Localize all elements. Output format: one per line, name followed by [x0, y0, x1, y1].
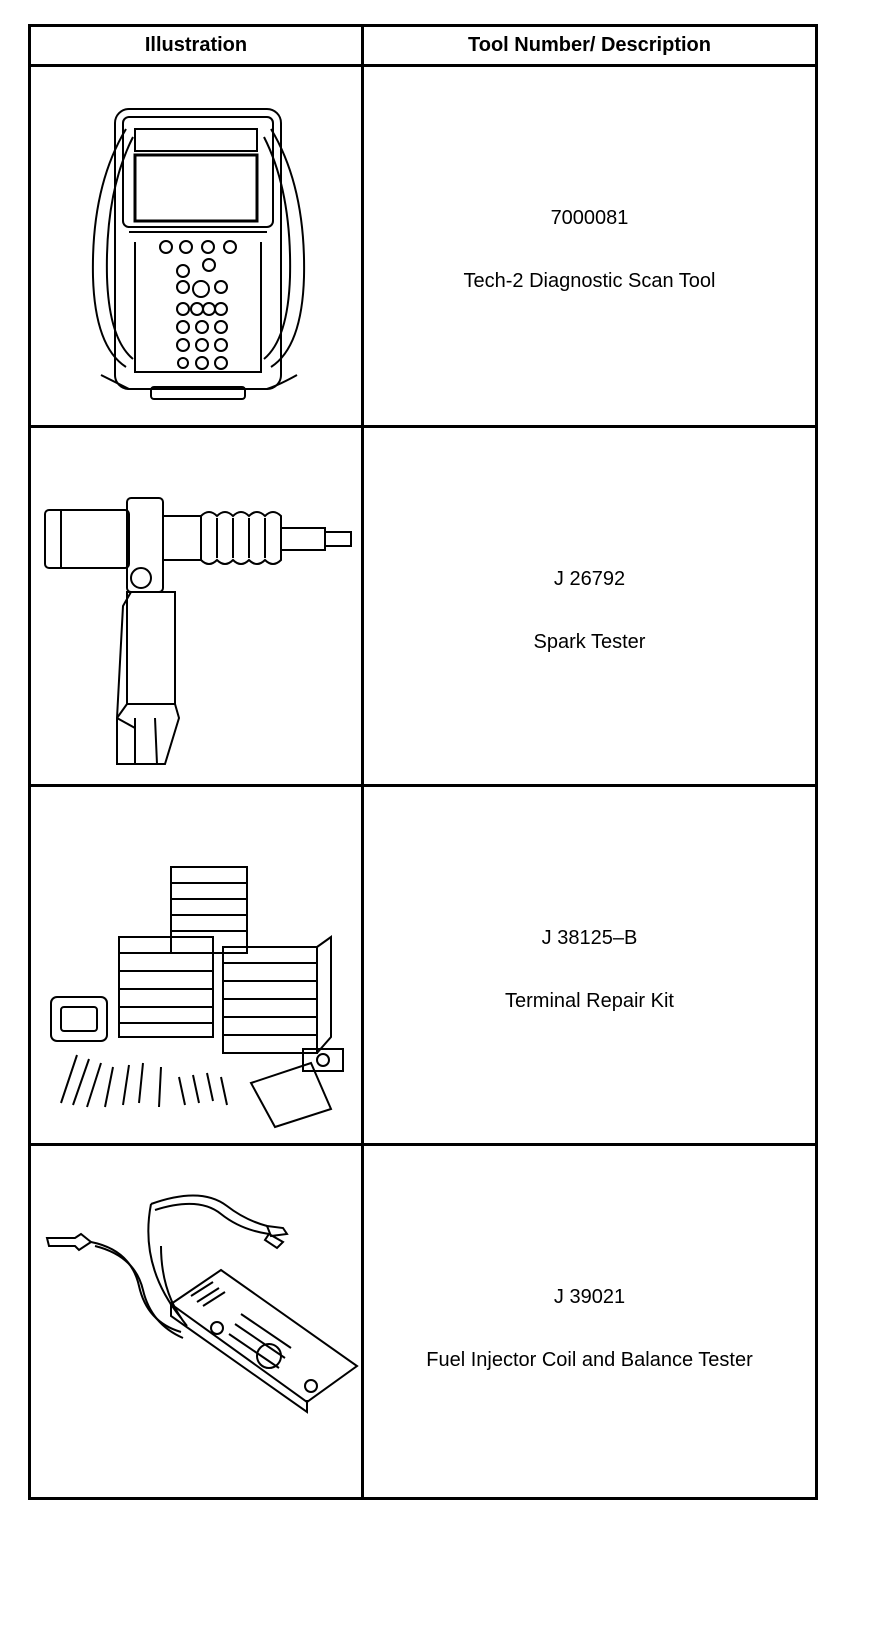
table-row: J 39021 Fuel Injector Coil and Balance T… [31, 1146, 815, 1497]
column-divider [361, 27, 364, 1497]
tool-name: Terminal Repair Kit [505, 990, 674, 1012]
tool-table: Illustration Tool Number/ Description [28, 24, 818, 1500]
table-row: J 38125–B Terminal Repair Kit [31, 787, 815, 1143]
tool-description: J 26792 Spark Tester [364, 568, 815, 654]
tool-description: J 38125–B Terminal Repair Kit [364, 927, 815, 1013]
tool-number: J 26792 [553, 568, 626, 590]
tool-name: Fuel Injector Coil and Balance Tester [426, 1349, 753, 1371]
row-divider [31, 784, 815, 787]
terminal-repair-kit-icon [31, 787, 361, 1143]
table-header: Illustration Tool Number/ Description [31, 27, 815, 67]
injector-tester-icon [31, 1146, 361, 1497]
tool-number: J 38125–B [541, 927, 638, 949]
table-row: J 26792 Spark Tester [31, 428, 815, 784]
tool-number: J 39021 [553, 1286, 626, 1308]
tool-name: Spark Tester [533, 631, 646, 653]
row-divider [31, 1143, 815, 1146]
tool-number: 7000081 [550, 207, 629, 229]
header-tool-number: Tool Number/ Description [468, 34, 711, 56]
scan-tool-icon [31, 67, 361, 425]
table-row: 7000081 Tech-2 Diagnostic Scan Tool [31, 67, 815, 425]
tool-description: J 39021 Fuel Injector Coil and Balance T… [364, 1286, 815, 1372]
row-divider [31, 425, 815, 428]
tool-description: 7000081 Tech-2 Diagnostic Scan Tool [364, 207, 815, 293]
tool-name: Tech-2 Diagnostic Scan Tool [463, 270, 716, 292]
spark-tester-icon [31, 428, 361, 784]
header-illustration: Illustration [144, 34, 248, 56]
